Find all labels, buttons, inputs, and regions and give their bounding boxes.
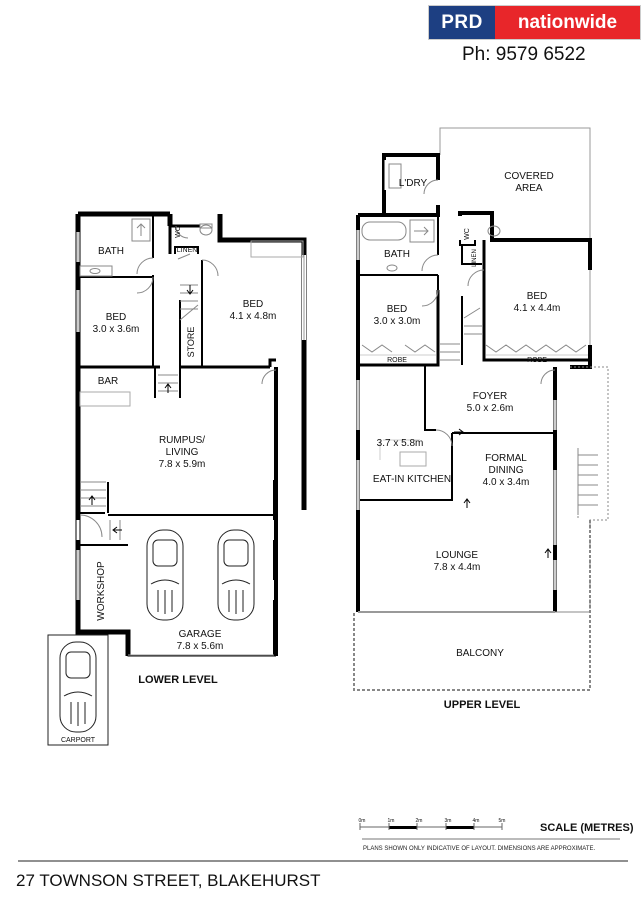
room-upper-covered-1: COVERED — [504, 171, 553, 182]
upper-level-plan — [353, 127, 609, 691]
room-lower-linen: LINEN — [177, 247, 198, 254]
room-lower-garage: GARAGE — [179, 629, 222, 640]
room-upper-balcony: BALCONY — [456, 648, 504, 659]
room-upper-bed1-size: 3.0 x 3.0m — [374, 316, 421, 327]
scale-tick: 2m — [416, 818, 423, 824]
room-lower-wc: WC — [175, 226, 182, 238]
room-lower-bed1-size: 3.0 x 3.6m — [93, 324, 140, 335]
disclaimer: PLANS SHOWN ONLY INDICATIVE OF LAYOUT. D… — [363, 846, 596, 852]
room-lower-bar: BAR — [98, 376, 119, 387]
car-icon — [217, 529, 255, 621]
room-upper-dining-2: DINING — [489, 465, 524, 476]
scale-bar: 0m 1m 2m 3m 4m 5m — [18, 818, 628, 862]
room-lower-bed2-size: 4.1 x 4.8m — [230, 311, 277, 322]
brand-logo-prd: PRD — [429, 6, 495, 39]
property-address: 27 TOWNSON STREET, BLAKEHURST — [16, 871, 321, 890]
room-upper-robe2: ROBE — [527, 357, 547, 364]
room-upper-kitchen: EAT-IN KITCHEN — [373, 474, 451, 485]
room-upper-bed2-size: 4.1 x 4.4m — [514, 303, 561, 314]
room-lower-rumpus-2: LIVING — [166, 447, 199, 458]
lower-level-plan — [47, 211, 307, 746]
room-lower-store: STORE — [186, 327, 196, 358]
scale-tick: 1m — [388, 818, 395, 824]
scale-tick: 3m — [445, 818, 452, 824]
room-lower-garage-size: 7.8 x 5.6m — [177, 641, 224, 652]
room-upper-kitchen-size: 3.7 x 5.8m — [377, 438, 424, 449]
scale-tick: 5m — [499, 818, 506, 824]
room-upper-bed2: BED — [527, 291, 548, 302]
room-upper-robe1: ROBE — [387, 357, 407, 364]
scale-tick: 0m — [359, 818, 366, 824]
room-upper-dining-size: 4.0 x 3.4m — [483, 477, 530, 488]
lower-level-title: LOWER LEVEL — [138, 674, 218, 686]
room-lower-bed2: BED — [243, 299, 264, 310]
room-upper-dining-1: FORMAL — [485, 453, 527, 464]
room-upper-bath: BATH — [384, 249, 410, 260]
room-lower-rumpus-1: RUMPUS/ — [159, 435, 205, 446]
room-upper-covered-2: AREA — [515, 183, 543, 194]
room-lower-bath: BATH — [98, 246, 124, 257]
room-upper-laundry: L'DRY — [399, 178, 428, 189]
room-upper-bed1: BED — [387, 304, 408, 315]
scale-tick: 4m — [473, 818, 480, 824]
room-upper-foyer-size: 5.0 x 2.6m — [467, 403, 514, 414]
upper-level-title: UPPER LEVEL — [444, 699, 521, 711]
brand-logo-nationwide: nationwide — [495, 6, 640, 39]
room-upper-foyer: FOYER — [473, 391, 507, 402]
car-icon — [59, 641, 97, 733]
phone-number: Ph: 9579 6522 — [462, 44, 586, 65]
room-upper-lounge-size: 7.8 x 4.4m — [434, 562, 481, 573]
car-icon — [146, 529, 184, 621]
scale-title: SCALE (METRES) — [540, 822, 634, 834]
room-lower-workshop: WORKSHOP — [96, 561, 107, 621]
room-upper-linen: LINEN — [472, 249, 478, 267]
brand-logo: PRD nationwide — [428, 5, 641, 40]
room-upper-wc: WC — [464, 228, 471, 240]
room-lower-carport: CARPORT — [61, 737, 96, 744]
room-lower-rumpus-size: 7.8 x 5.9m — [159, 459, 206, 470]
room-upper-lounge: LOUNGE — [436, 550, 479, 561]
room-lower-bed1: BED — [106, 312, 127, 323]
